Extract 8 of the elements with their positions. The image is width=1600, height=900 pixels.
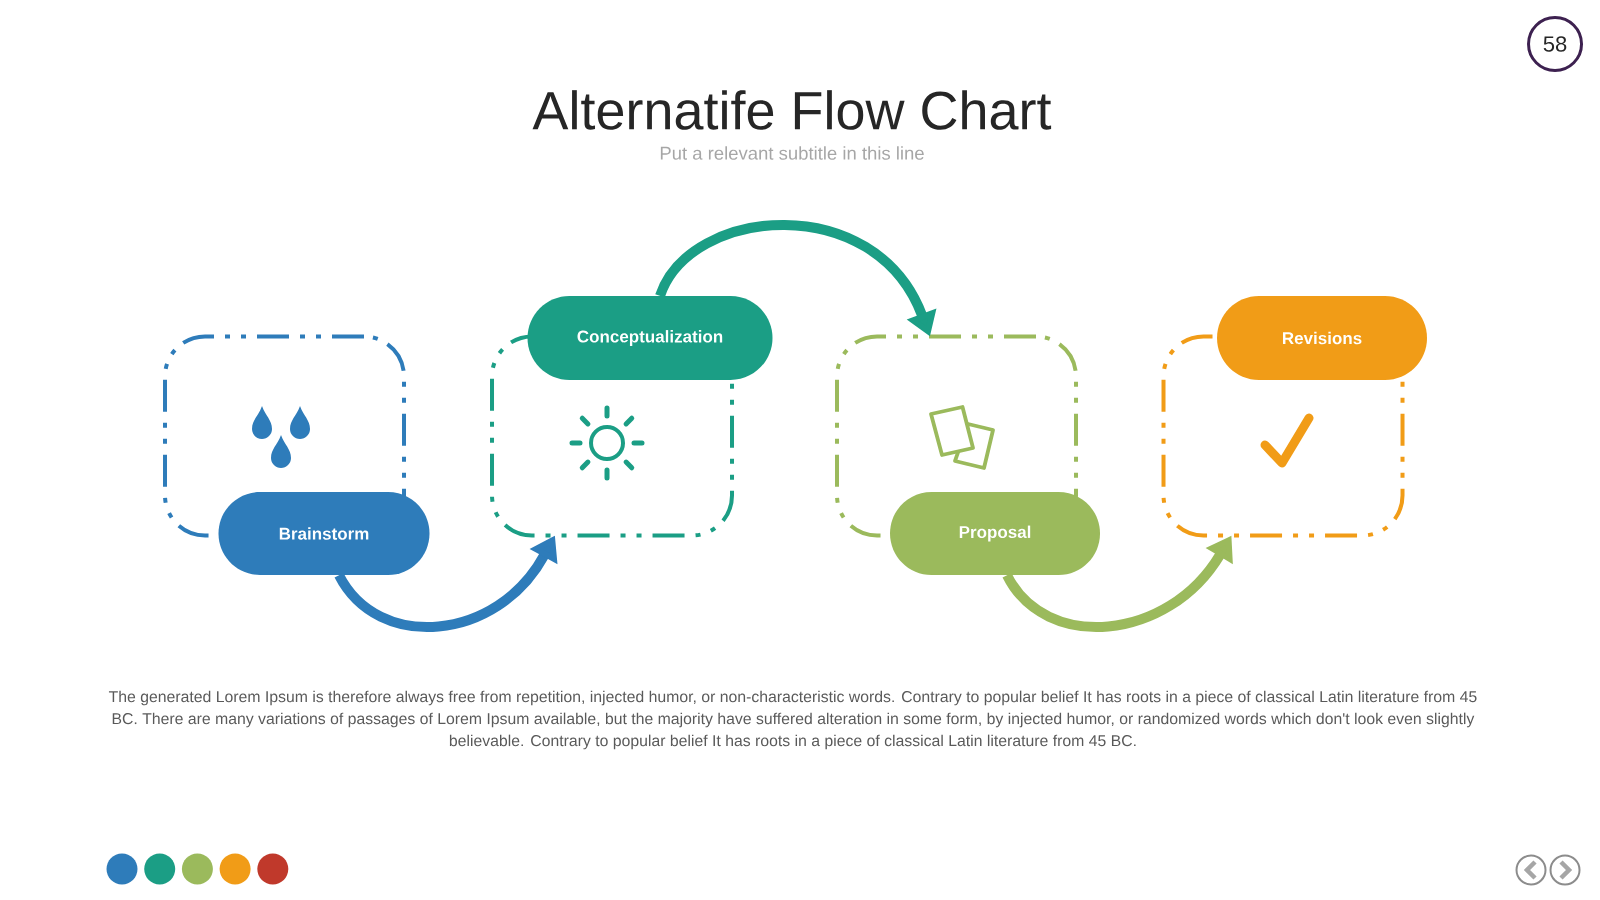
title: Alternatife Flow Chart bbox=[532, 90, 1052, 130]
subtitle: Put a relevant subtitle in this line bbox=[660, 146, 924, 160]
step-pill: Brainstorm bbox=[218, 492, 430, 575]
step-pill: Revisions bbox=[1217, 296, 1427, 380]
step-pill: Proposal bbox=[890, 492, 1100, 575]
step-pill: Conceptualization bbox=[527, 296, 773, 380]
page-number: 58 bbox=[1527, 16, 1583, 72]
body-text: The generated Lorem Ipsum is therefore always free from repetition, injected humor, or non-characteristic words. Contrary to popular belief It has roots in a piece of classical Latin literature from 45 BC. There are many variations of passages of Lorem Ipsum available, but the majority have suffered alteration in some form, by injected humor, or randomized words which don't look even slightly believable. Contrary to popular belief It has roots in a piece of classical Latin literature from 45 BC. bbox=[108, 690, 1477, 750]
